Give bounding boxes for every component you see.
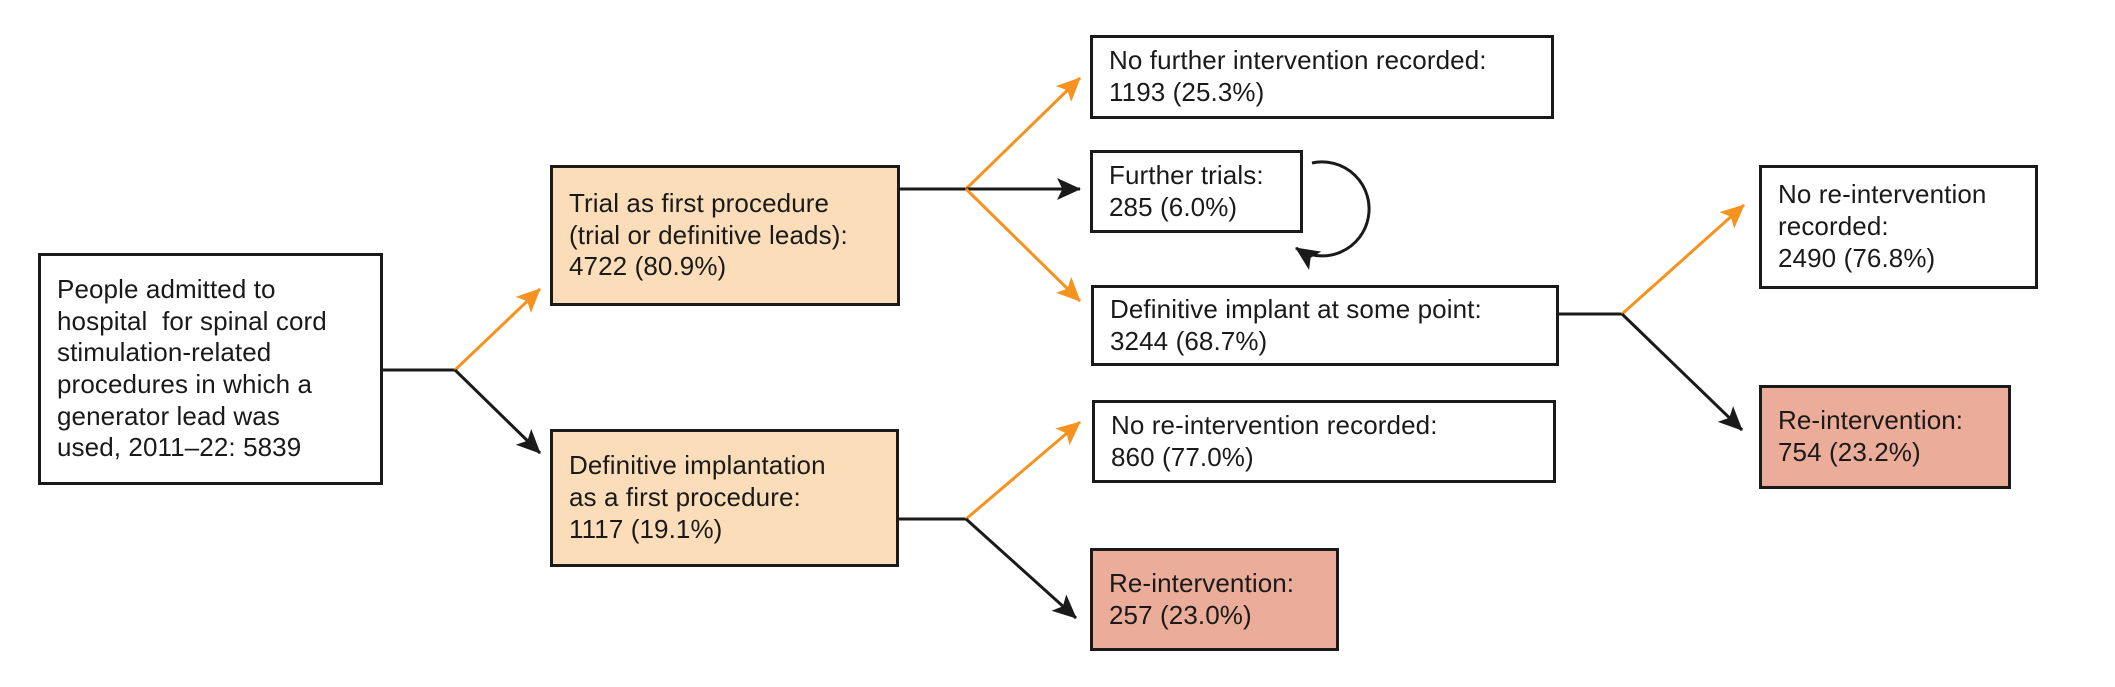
arrow-implant-to-no-reintervention [1621,203,1745,316]
node-definitive-implant-some-point: Definitive implant at some point: 3244 (… [1091,285,1559,366]
node-root-population: People admitted to hospital for spinal c… [38,253,383,485]
arrow-trial-to-no-further [964,76,1082,191]
node-further-trials: Further trials: 285 (6.0%) [1090,150,1303,233]
node-no-reintervention-after-implant: No re-intervention recorded: 2490 (76.8%… [1759,165,2038,289]
arrow-root-to-trial-first [453,287,542,372]
arrow-trial-to-definitive-implant [964,187,1082,303]
arrow-further-trials-loop [1295,160,1371,270]
node-reintervention-after-implant: Re-intervention: 754 (23.2%) [1759,385,2011,489]
arrow-definitive-to-reintervention [964,517,1078,620]
node-reintervention-after-definitive: Re-intervention: 257 (23.0%) [1090,548,1339,651]
node-trial-as-first-procedure: Trial as first procedure (trial or defin… [550,165,900,306]
node-definitive-implantation-first: Definitive implantation as a first proce… [550,429,899,567]
node-no-reintervention-after-definitive: No re-intervention recorded: 860 (77.0%) [1092,400,1556,483]
arrow-implant-to-reintervention [1620,312,1744,432]
node-no-further-intervention: No further intervention recorded: 1193 (… [1090,35,1554,119]
arrow-root-to-definitive-first [453,368,542,455]
arrow-definitive-to-no-reintervention [965,420,1081,521]
